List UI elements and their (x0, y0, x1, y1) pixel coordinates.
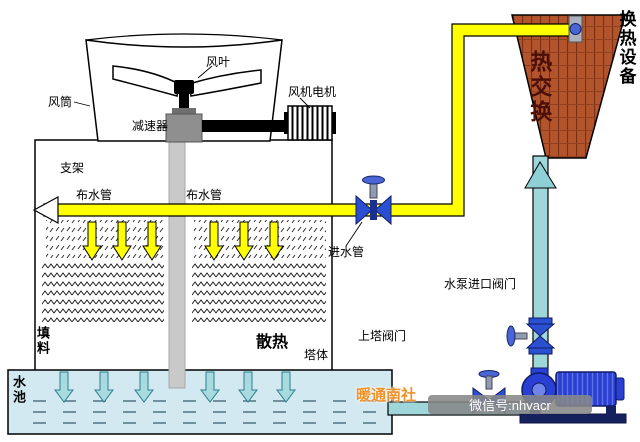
heat-exchange-equipment-label: 换热设备 (616, 10, 636, 86)
watermark-brand: 暖通南社 (356, 387, 417, 404)
gearbox (165, 113, 203, 143)
flow-arrow-left (32, 195, 59, 225)
fan-motor-label: 风机电机 (288, 85, 337, 99)
reducer-label: 减速器 (132, 119, 169, 133)
leader-lines (73, 65, 363, 247)
fill-media-left (42, 262, 164, 322)
motor-endplate-right (332, 112, 336, 134)
fan-blade-label: 风叶 (206, 55, 231, 69)
fan-blade-right (188, 69, 262, 97)
fan-housing-rim (85, 33, 283, 41)
pool-water-texture (16, 398, 378, 430)
inlet-pipe-label: 进水管 (328, 245, 365, 259)
fan-motor-body (287, 105, 333, 141)
watermark-wechat-text: 微信号:nhvacr (469, 398, 551, 413)
gearbox-flange (172, 108, 196, 114)
fan-shaft (179, 88, 189, 116)
spray-down-arrows (82, 221, 284, 261)
fan-hub (174, 80, 194, 94)
water-pool-label: 水池 (10, 375, 26, 405)
watermark-wechat-badge: 微信号:nhvacr (428, 395, 592, 414)
fan-duct-label: 风筒 (48, 95, 73, 109)
spray-zone-left (46, 220, 164, 258)
tower-body-label: 塔体 (304, 348, 329, 362)
heat-exchange-label: 热交换 (527, 50, 553, 125)
riser-valve-icon (506, 317, 556, 355)
fan-blade-left (112, 65, 180, 97)
pool-flow-arrows (54, 371, 296, 403)
support-label: 支架 (60, 161, 85, 175)
fill-media-right (192, 262, 326, 322)
heat-exchanger (511, 14, 626, 159)
distribution-pipe-label-right: 布水管 (186, 188, 223, 202)
distribution-pipe-label-left: 布水管 (76, 188, 113, 202)
drive-shaft-bar (202, 120, 288, 132)
motor-endplate-left (284, 112, 288, 134)
inlet-valve-icon (355, 175, 392, 226)
flow-arrow-up (524, 161, 557, 189)
heat-dissipation-label: 散热 (256, 334, 289, 351)
tower-center-shaft (168, 141, 186, 389)
to-tower-valve-label: 上塔阀门 (358, 329, 407, 343)
exchanger-top-fitting-icon (568, 15, 583, 43)
pump-inlet-valve-label: 水泵进口阀门 (444, 277, 517, 291)
fill-media-label: 填料 (34, 326, 50, 356)
